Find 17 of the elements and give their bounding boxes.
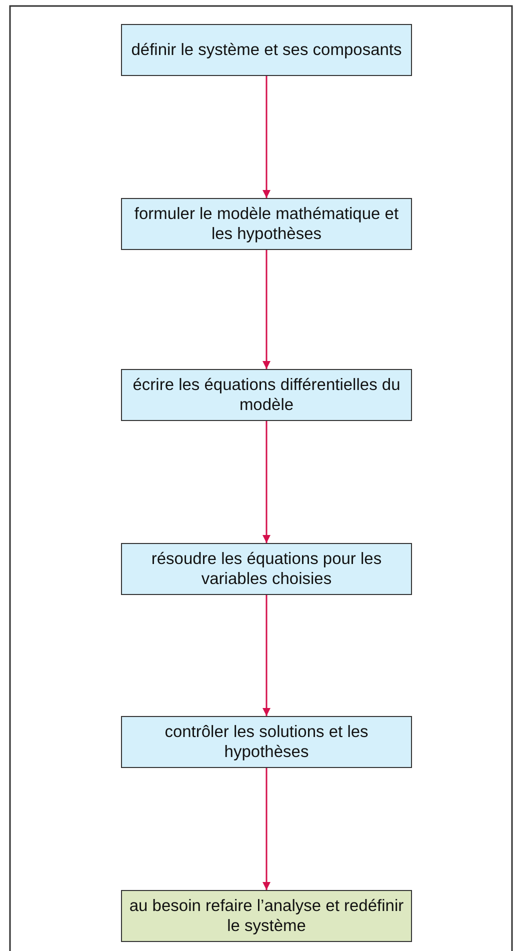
arrow — [262, 595, 270, 716]
arrow — [262, 421, 270, 543]
arrow — [262, 250, 270, 369]
step-text: écrire les équations différentielles du modèle — [132, 375, 402, 415]
step-text: au besoin refaire l’analyse et redéfinir le système — [128, 896, 405, 936]
step-text: contrôler les solutions et les hypothèses — [164, 722, 370, 762]
process-box — [121, 24, 412, 76]
arrow — [262, 768, 270, 890]
step-text: formuler le modèle mathématique et les hypothèses — [133, 204, 400, 244]
process-box — [121, 890, 412, 942]
process-box — [121, 716, 412, 768]
process-box — [121, 198, 412, 250]
process-box — [121, 369, 412, 421]
arrow — [262, 76, 270, 198]
process-box — [121, 543, 412, 595]
step-text: définir le système et ses composants — [130, 40, 403, 60]
step-text: résoudre les équations pour les variables choisies — [150, 549, 383, 589]
